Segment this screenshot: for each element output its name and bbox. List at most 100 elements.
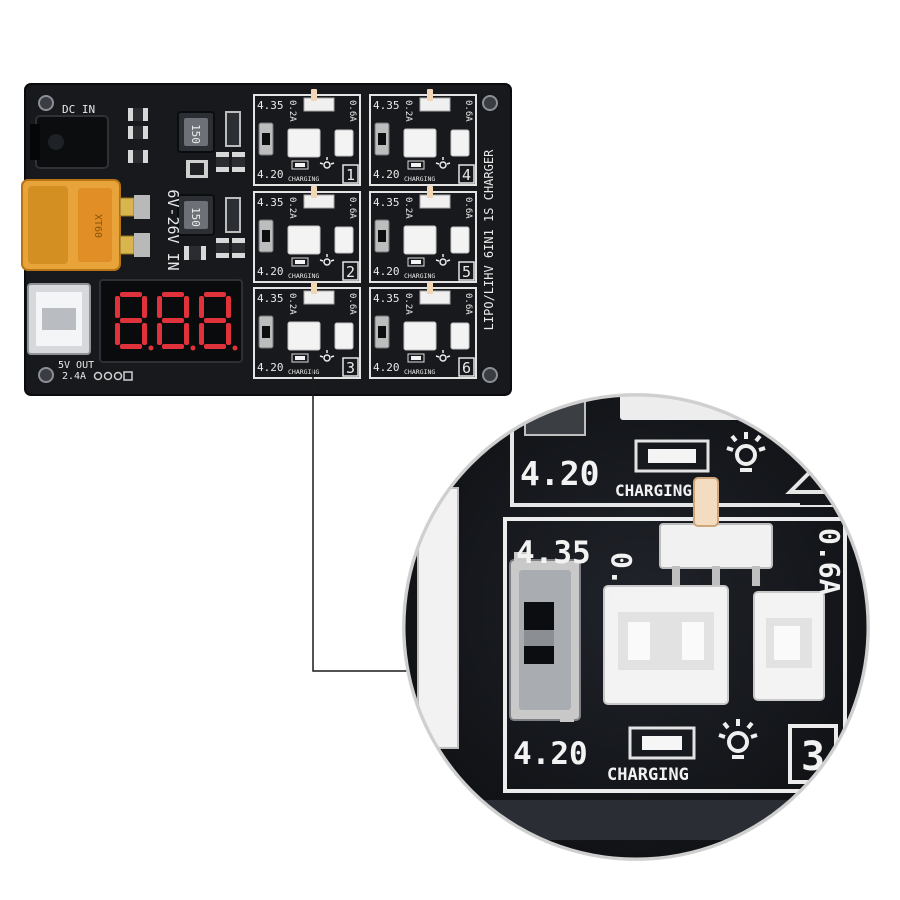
- display-segment: [199, 296, 204, 318]
- display-segment: [204, 292, 226, 297]
- inductor: 150: [177, 111, 215, 153]
- zoom-led-frame: [628, 726, 696, 760]
- mounting-holes: [38, 95, 498, 383]
- zoom-left-connector-edge: [417, 487, 459, 749]
- display-segment: [184, 296, 189, 318]
- balance-connector: [450, 226, 470, 254]
- zoom-balance-connector: [753, 591, 825, 701]
- current-low-label: 0.2A: [287, 197, 297, 219]
- usb-current-label: 2.4A: [62, 371, 86, 382]
- display-dot: [190, 345, 196, 351]
- voltage-high-label: 4.35: [257, 292, 284, 305]
- channel-number-box: [458, 261, 475, 281]
- zoom-upper-status: CHARGING: [615, 481, 692, 500]
- balance-connector: [334, 129, 354, 157]
- zoom-voltage-high: 4.35: [516, 535, 591, 571]
- channel-grid: 4.35 4.20 0.2A 0.6A CHARGING 1 4.35 4.20 0.2A 0.6…: [253, 89, 477, 379]
- display-segment: [120, 318, 142, 323]
- inductor-code: 150: [189, 124, 202, 144]
- zoom-upper-led-icon: [726, 432, 766, 472]
- channel-number-box: [458, 164, 475, 184]
- led-sun-icon: [319, 254, 335, 266]
- balance-connector: [403, 225, 437, 255]
- status-led: [291, 257, 309, 267]
- header-pins: [93, 371, 133, 381]
- channel-number-box: [342, 357, 359, 377]
- status-led: [407, 160, 425, 170]
- zoom-channel-3: 3 4.35 4.20 CHARGING 0.2 0.6A: [503, 477, 847, 793]
- board-title: LIPO/LIHV 6IN1 1S CHARGER: [482, 149, 496, 330]
- channel-number: 3: [346, 359, 355, 377]
- voltage-low-label: 4.20: [257, 168, 284, 181]
- callout-line: [312, 368, 413, 672]
- mounting-hole: [38, 367, 54, 383]
- zoom-voltage-switch: [509, 552, 581, 722]
- usb-out-label: 5V OUT: [58, 360, 94, 371]
- channel-number-box: [342, 164, 359, 184]
- display-segment: [115, 323, 120, 345]
- charging-label: CHARGING: [404, 175, 435, 183]
- zoom-voltage-low: 4.20: [513, 736, 588, 772]
- usb-port: [27, 283, 91, 355]
- display-dot: [148, 345, 154, 351]
- charging-label: CHARGING: [288, 272, 319, 280]
- zoom-circle: 4.20 CHARGING: [402, 393, 870, 861]
- current-high-label: 0.6A: [463, 197, 473, 219]
- xt60-mark: XT60: [92, 214, 103, 238]
- channel-number: 5: [462, 263, 471, 281]
- led-sun-icon: [319, 350, 335, 362]
- led-sun-icon: [435, 350, 451, 362]
- display-digit: [157, 292, 196, 351]
- balance-connector: [334, 226, 354, 254]
- status-led: [407, 257, 425, 267]
- current-high-label: 0.6A: [347, 100, 357, 122]
- passive-components: [128, 108, 245, 260]
- balance-connector: [450, 322, 470, 350]
- current-high-label: 0.6A: [463, 100, 473, 122]
- display-segment: [226, 323, 231, 345]
- zoom-upper-voltage: 4.20: [520, 454, 599, 493]
- voltage-high-label: 4.35: [373, 196, 400, 209]
- current-switch: [419, 194, 451, 209]
- charging-label: CHARGING: [288, 368, 319, 376]
- current-low-label: 0.2A: [403, 100, 413, 122]
- current-high-label: 0.6A: [463, 293, 473, 315]
- status-led: [291, 353, 309, 363]
- mounting-hole: [482, 367, 498, 383]
- balance-connector: [287, 128, 321, 158]
- zoom-current-switch: [659, 477, 773, 586]
- balance-connector: [287, 321, 321, 351]
- display-digit: [115, 292, 154, 351]
- voltage-low-label: 4.20: [373, 361, 400, 374]
- zoom-circle-rim: [402, 393, 870, 861]
- voltage-low-label: 4.20: [257, 265, 284, 278]
- zoom-led: [642, 736, 682, 750]
- charging-label: CHARGING: [288, 175, 319, 183]
- charging-label: CHARGING: [404, 368, 435, 376]
- display-segment: [120, 292, 142, 297]
- voltage-low-label: 4.20: [257, 361, 284, 374]
- current-switch: [303, 97, 335, 112]
- display-segment: [226, 296, 231, 318]
- dc-jack: [30, 115, 109, 169]
- zoom-led-icon: [718, 719, 758, 759]
- display-segment: [204, 318, 226, 323]
- channel-number-box: [458, 357, 475, 377]
- display-segment: [184, 323, 189, 345]
- channel-number: 6: [462, 359, 471, 377]
- channel-number: 1: [346, 166, 355, 184]
- current-low-label: 0.2A: [287, 293, 297, 315]
- mounting-hole: [482, 95, 498, 111]
- voltage-high-label: 4.35: [257, 196, 284, 209]
- display-segment: [142, 296, 147, 318]
- zoom-charging-label: CHARGING: [607, 765, 689, 785]
- led-sun-icon: [435, 157, 451, 169]
- charging-label: CHARGING: [404, 272, 435, 280]
- display-digit: [199, 292, 238, 351]
- voltage-high-label: 4.35: [373, 99, 400, 112]
